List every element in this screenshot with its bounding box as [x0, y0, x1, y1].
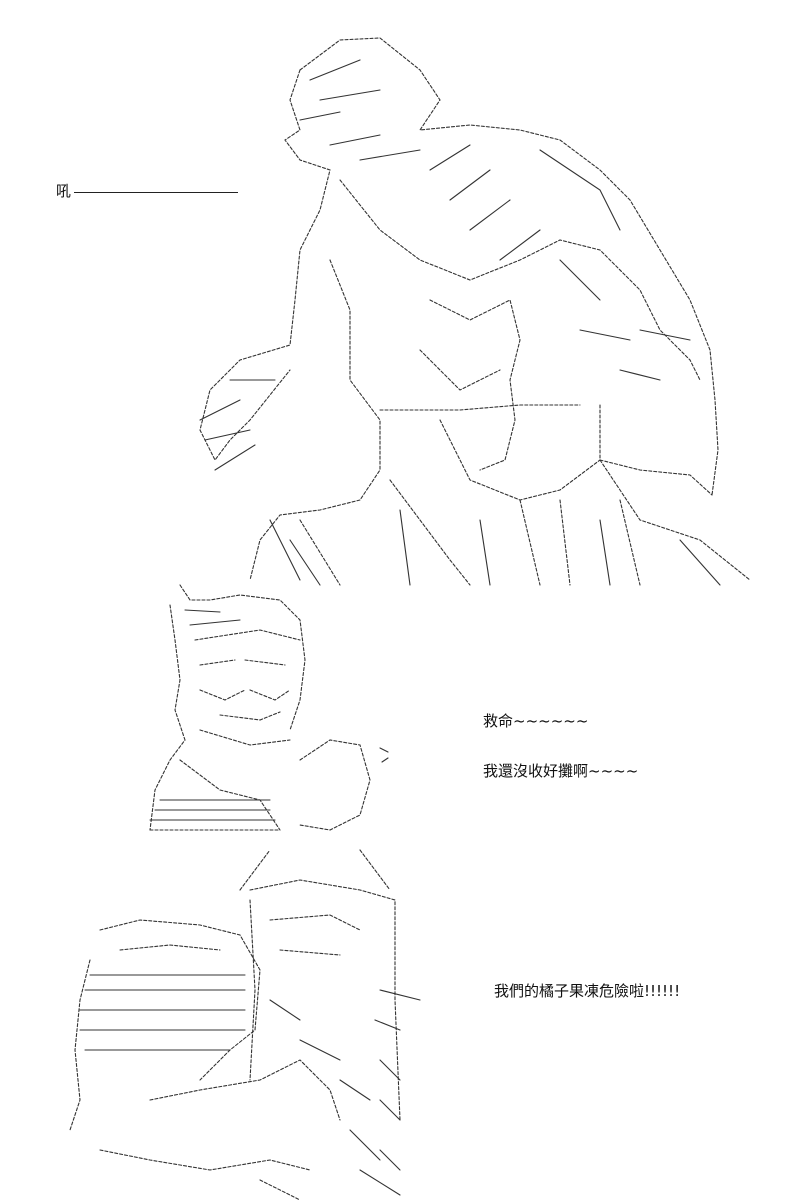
girl-line-1: 救命~~~~~~ — [483, 712, 589, 730]
roar-dash-line — [74, 192, 238, 193]
characters-art — [69, 849, 421, 1200]
girl-line-2: 我還沒收好攤啊~~~~ — [483, 762, 639, 780]
shout-text: 我們的橘子果凍危險啦!!!!!! — [494, 982, 681, 1000]
monster-art — [199, 37, 751, 586]
girl-art — [149, 584, 389, 831]
roar-text: 吼 — [56, 182, 72, 200]
